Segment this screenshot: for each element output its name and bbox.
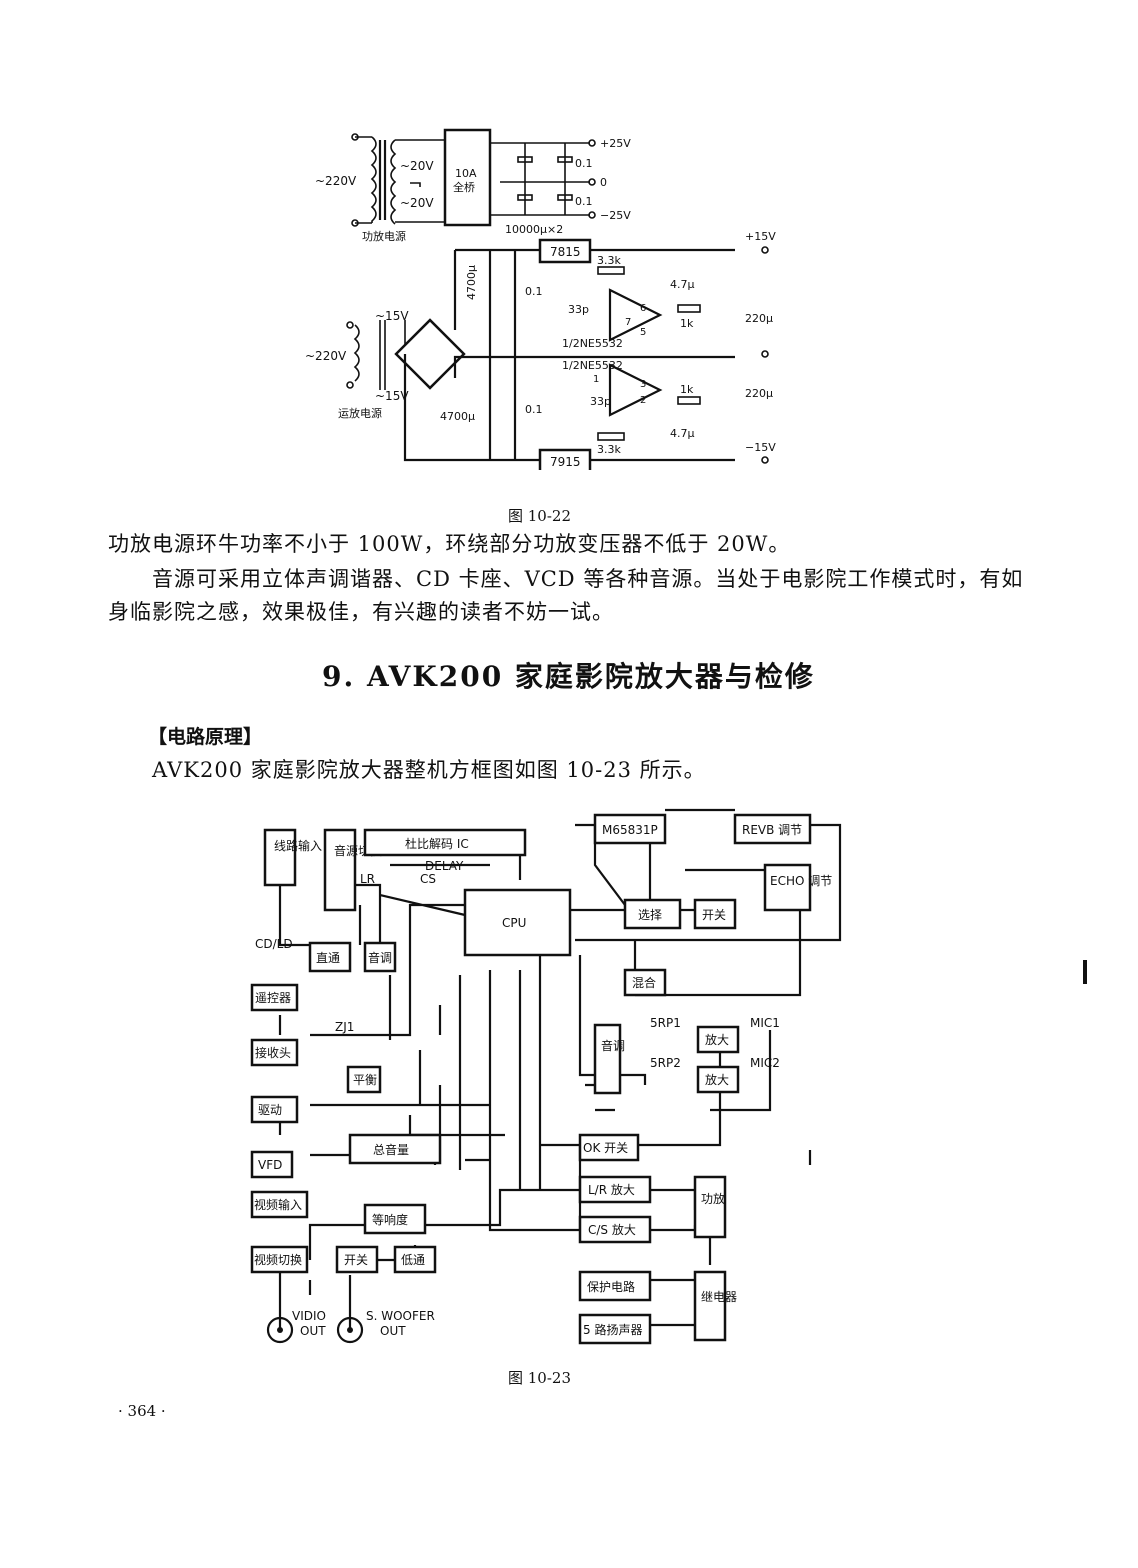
svg-text:音调: 音调 bbox=[368, 950, 392, 965]
psu1-label: 功放电源 bbox=[362, 229, 406, 243]
svg-text:开关: 开关 bbox=[344, 1253, 368, 1267]
svg-text:L/R 放大: L/R 放大 bbox=[588, 1182, 635, 1197]
figure-caption-10-23: 图 10-23 bbox=[508, 1369, 572, 1387]
svg-text:33p: 33p bbox=[590, 395, 611, 408]
svg-text:4700μ: 4700μ bbox=[440, 410, 475, 423]
svg-text:−15V: −15V bbox=[745, 441, 776, 454]
svg-text:0.1: 0.1 bbox=[575, 195, 593, 208]
paragraph-2-line-2: 身临影院之感，效果极佳，有兴趣的读者不妨一试。 bbox=[108, 600, 614, 624]
page-number: · 364 · bbox=[118, 1402, 166, 1420]
svg-text:全桥: 全桥 bbox=[453, 180, 475, 194]
svg-text:4.7μ: 4.7μ bbox=[670, 427, 695, 440]
svg-text:ECHO 调节: ECHO 调节 bbox=[770, 874, 832, 888]
svg-text:220μ: 220μ bbox=[745, 312, 773, 325]
svg-text:~15V: ~15V bbox=[375, 389, 409, 403]
svg-text:VIDIO: VIDIO bbox=[292, 1309, 326, 1323]
svg-text:MIC1: MIC1 bbox=[750, 1016, 780, 1030]
svg-text:线路输入: 线路输入 bbox=[274, 838, 322, 853]
svg-text:直通: 直通 bbox=[316, 951, 340, 965]
svg-text:1/2NE5532: 1/2NE5532 bbox=[562, 337, 623, 350]
svg-text:功放: 功放 bbox=[701, 1191, 725, 1206]
svg-text:视频切换: 视频切换 bbox=[254, 1252, 302, 1267]
svg-text:7: 7 bbox=[625, 317, 631, 328]
svg-text:0.1: 0.1 bbox=[575, 157, 593, 170]
svg-text:音调: 音调 bbox=[601, 1038, 625, 1053]
subheading: 【电路原理】 bbox=[148, 726, 263, 748]
svg-text:+15V: +15V bbox=[745, 230, 776, 243]
svg-text:CS: CS bbox=[420, 872, 436, 886]
svg-text:C/S 放大: C/S 放大 bbox=[588, 1222, 636, 1237]
svg-text:开关: 开关 bbox=[702, 908, 726, 922]
svg-text:放大: 放大 bbox=[705, 1072, 729, 1087]
section-title: 9. AVK200 家庭影院放大器与检修 bbox=[322, 660, 815, 693]
svg-text:ZJ1: ZJ1 bbox=[335, 1020, 354, 1034]
svg-text:1: 1 bbox=[593, 374, 599, 385]
svg-text:OUT: OUT bbox=[380, 1324, 406, 1338]
svg-text:3: 3 bbox=[640, 379, 646, 390]
svg-text:接收头: 接收头 bbox=[255, 1045, 291, 1060]
svg-text:4.7μ: 4.7μ bbox=[670, 278, 695, 291]
paragraph-2-line-1: 音源可采用立体声调谐器、CD 卡座、VCD 等各种音源。当处于电影院工作模式时，… bbox=[152, 567, 1024, 591]
block-diagram: 线路输入 音源切换 杜比解码 IC CPU M65831P REVB 调节 EC… bbox=[250, 808, 842, 1345]
paragraph-1: 功放电源环牛功率不小于 100W，环绕部分功放变压器不低于 20W。 bbox=[108, 532, 791, 556]
svg-text:220μ: 220μ bbox=[745, 387, 773, 400]
svg-text:~220V: ~220V bbox=[305, 349, 347, 363]
svg-text:继电器: 继电器 bbox=[701, 1290, 737, 1304]
svg-text:5: 5 bbox=[640, 327, 646, 338]
svg-text:M65831P: M65831P bbox=[602, 823, 658, 837]
margin-mark bbox=[1083, 960, 1087, 984]
power-supply-schematic: ~220V ~20V ~20V 功放电源 10A 全桥 +25V 0 −25V … bbox=[305, 128, 776, 470]
svg-text:0: 0 bbox=[600, 176, 607, 189]
svg-text:驱动: 驱动 bbox=[258, 1103, 282, 1117]
svg-text:~15V: ~15V bbox=[375, 309, 409, 323]
svg-text:混合: 混合 bbox=[632, 975, 656, 990]
svg-text:REVB 调节: REVB 调节 bbox=[742, 823, 802, 837]
svg-text:平衡: 平衡 bbox=[353, 1073, 377, 1087]
svg-text:0.1: 0.1 bbox=[525, 285, 543, 298]
svg-text:7915: 7915 bbox=[550, 455, 581, 469]
svg-text:视频输入: 视频输入 bbox=[254, 1197, 302, 1212]
svg-text:S. WOOFER: S. WOOFER bbox=[366, 1309, 435, 1323]
svg-text:1k: 1k bbox=[680, 317, 694, 330]
svg-text:0.1: 0.1 bbox=[525, 403, 543, 416]
svg-text:5 路扬声器: 5 路扬声器 bbox=[583, 1322, 642, 1337]
svg-text:低通: 低通 bbox=[401, 1253, 425, 1267]
svg-text:OK 开关: OK 开关 bbox=[583, 1141, 628, 1155]
svg-text:CD/LD: CD/LD bbox=[255, 937, 293, 951]
svg-text:5RP2: 5RP2 bbox=[650, 1056, 681, 1070]
svg-text:+25V: +25V bbox=[600, 137, 631, 150]
svg-text:−25V: −25V bbox=[600, 209, 631, 222]
svg-text:7815: 7815 bbox=[550, 245, 581, 259]
svg-text:选择: 选择 bbox=[638, 908, 662, 922]
svg-text:保护电路: 保护电路 bbox=[587, 1279, 635, 1294]
svg-text:1/2NE5532: 1/2NE5532 bbox=[562, 359, 623, 372]
svg-text:5RP1: 5RP1 bbox=[650, 1016, 681, 1030]
svg-text:10A: 10A bbox=[455, 167, 477, 180]
svg-text:MIC2: MIC2 bbox=[750, 1056, 780, 1070]
v220a: ~220V bbox=[315, 174, 357, 188]
svg-text:10000μ×2: 10000μ×2 bbox=[505, 223, 563, 236]
svg-text:1k: 1k bbox=[680, 383, 694, 396]
svg-text:LR: LR bbox=[360, 872, 375, 886]
svg-text:杜比解码 IC: 杜比解码 IC bbox=[405, 836, 469, 851]
svg-text:6: 6 bbox=[640, 303, 646, 314]
paragraph-3: AVK200 家庭影院放大器整机方框图如图 10-23 所示。 bbox=[152, 758, 706, 782]
svg-text:VFD: VFD bbox=[258, 1158, 282, 1172]
svg-text:放大: 放大 bbox=[705, 1032, 729, 1047]
figure-caption-10-22: 图 10-22 bbox=[508, 507, 572, 525]
svg-text:OUT: OUT bbox=[300, 1324, 326, 1338]
svg-text:33p: 33p bbox=[568, 303, 589, 316]
svg-text:等响度: 等响度 bbox=[372, 1212, 408, 1227]
svg-text:3.3k: 3.3k bbox=[597, 254, 621, 267]
v20a: ~20V bbox=[400, 159, 434, 173]
svg-text:总音量: 总音量 bbox=[373, 1142, 409, 1157]
svg-text:运放电源: 运放电源 bbox=[338, 406, 382, 420]
svg-text:遥控器: 遥控器 bbox=[255, 991, 291, 1005]
svg-text:4700μ: 4700μ bbox=[465, 265, 478, 300]
svg-text:3.3k: 3.3k bbox=[597, 443, 621, 456]
svg-text:2: 2 bbox=[640, 395, 646, 406]
svg-text:DELAY: DELAY bbox=[425, 859, 464, 873]
svg-text:CPU: CPU bbox=[502, 916, 526, 930]
v20b: ~20V bbox=[400, 196, 434, 210]
